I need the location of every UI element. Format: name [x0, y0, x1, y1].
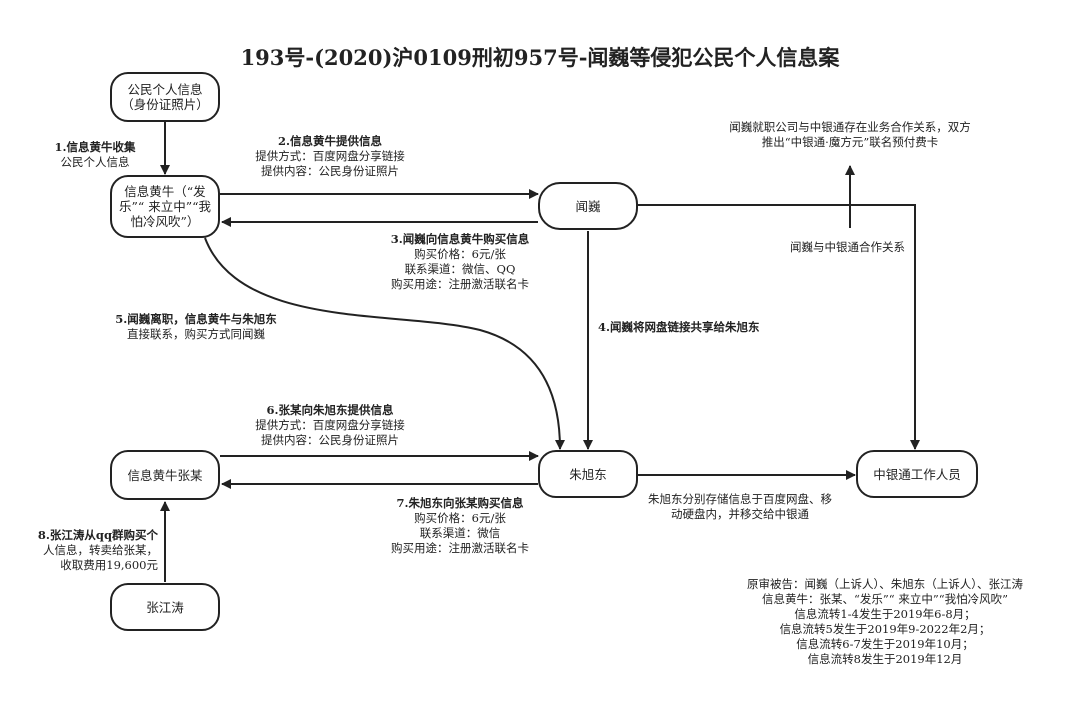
label-step7: 7.朱旭东向张某购买信息 购买价格：6元/张 联系渠道：微信 购买用途：注册激活…	[391, 496, 529, 555]
label-step1: 1.信息黄牛收集 公民个人信息	[54, 140, 136, 169]
label-step2: 2.信息黄牛提供信息 提供方式：百度网盘分享链接 提供内容：公民身份证照片	[255, 134, 405, 178]
label-storage: 朱旭东分别存储信息于百度网盘、移 动硬盘内，并移交给中银通	[648, 492, 832, 521]
label-summary: 原审被告：闻巍（上诉人）、朱旭东（上诉人）、张江涛 信息黄牛：张某、“发乐”“ …	[747, 577, 1023, 666]
label-employment: 闻巍就职公司与中银通存在业务合作关系，双方 推出“中银通·魔方元”联名预付费卡	[729, 120, 971, 149]
node-broker: 信息黄牛（“发 乐”“ 来立中”“我 怕冷风吹”）	[110, 175, 220, 238]
node-source-info: 公民个人信息 （身份证照片）	[110, 72, 220, 122]
node-broker-zhang: 信息黄牛张某	[110, 450, 220, 500]
label-step5: 5.闻巍离职，信息黄牛与朱旭东 直接联系，购买方式同闻巍	[115, 312, 277, 341]
node-zhangjiangtao: 张江涛	[110, 583, 220, 631]
node-wenwei: 闻巍	[538, 182, 638, 230]
label-step3: 3.闻巍向信息黄牛购买信息 购买价格：6元/张 联系渠道：微信、QQ 购买用途：…	[390, 232, 530, 291]
arrow-step5	[204, 237, 565, 450]
label-step4: 4.闻巍将网盘链接共享给朱旭东	[598, 320, 760, 334]
page-title: 193号-(2020)沪0109刑初957号-闻巍等侵犯公民个人信息案	[240, 45, 840, 70]
node-zhongyintong: 中银通工作人员	[856, 450, 978, 498]
label-step8: 8.张江涛从qq群购买个 人信息，转卖给张某， 收取费用19,600元	[37, 528, 158, 572]
label-cooperation: 闻巍与中银通合作关系	[790, 240, 905, 254]
node-zhuxudong: 朱旭东	[538, 450, 638, 498]
arrow-cooperation	[637, 204, 920, 450]
label-step6: 6.张某向朱旭东提供信息 提供方式：百度网盘分享链接 提供内容：公民身份证照片	[255, 403, 405, 447]
